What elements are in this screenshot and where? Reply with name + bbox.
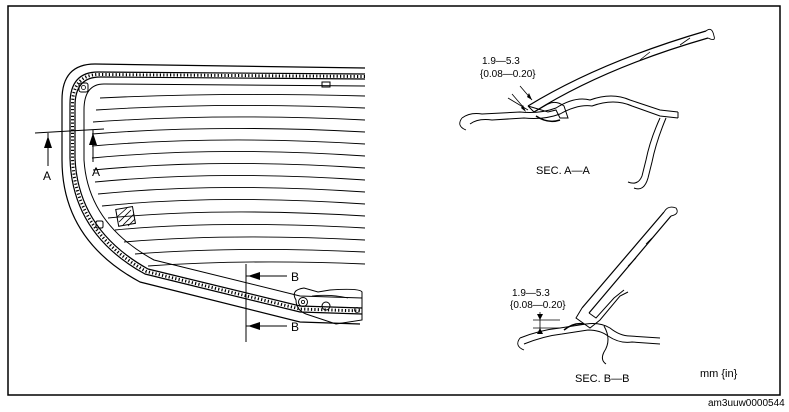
section-line-a [34, 128, 105, 134]
section-a-letter-2: A [92, 165, 100, 179]
sec-b-dimension-in: {0.08—0.20} [510, 300, 566, 311]
section-a-title: SEC. A—A [536, 165, 590, 177]
molding-inner [74, 76, 366, 309]
section-b-title: SEC. B—B [575, 373, 629, 385]
section-b-letter-2: B [291, 320, 299, 334]
figure-code: am3uuw0000544 [708, 398, 785, 409]
sec-b-dimension-mm: 1.9—5.3 [512, 288, 550, 299]
unit-note: mm {in} [700, 368, 738, 380]
clip-top-left [78, 82, 89, 93]
connector-block [115, 205, 137, 227]
section-b-letter-1: B [291, 270, 299, 284]
glass-edge [83, 83, 366, 299]
section-a-letter-1: A [43, 169, 51, 183]
molding-hatch [71, 72, 366, 313]
bottom-bracket [293, 287, 363, 325]
sec-a-dimension-mm: 1.9—5.3 [482, 56, 520, 67]
diagram-border [7, 5, 781, 396]
rear-window-view [34, 63, 366, 342]
molding-outer [69, 71, 366, 315]
clip-left-lower [95, 220, 104, 229]
sec-a-dimension-in: {0.08—0.20} [480, 69, 536, 80]
clip-top [321, 81, 331, 88]
defroster-lines [91, 93, 366, 267]
section-b-detail [517, 206, 678, 365]
section-a-detail [459, 28, 715, 190]
body-outline [61, 63, 366, 325]
